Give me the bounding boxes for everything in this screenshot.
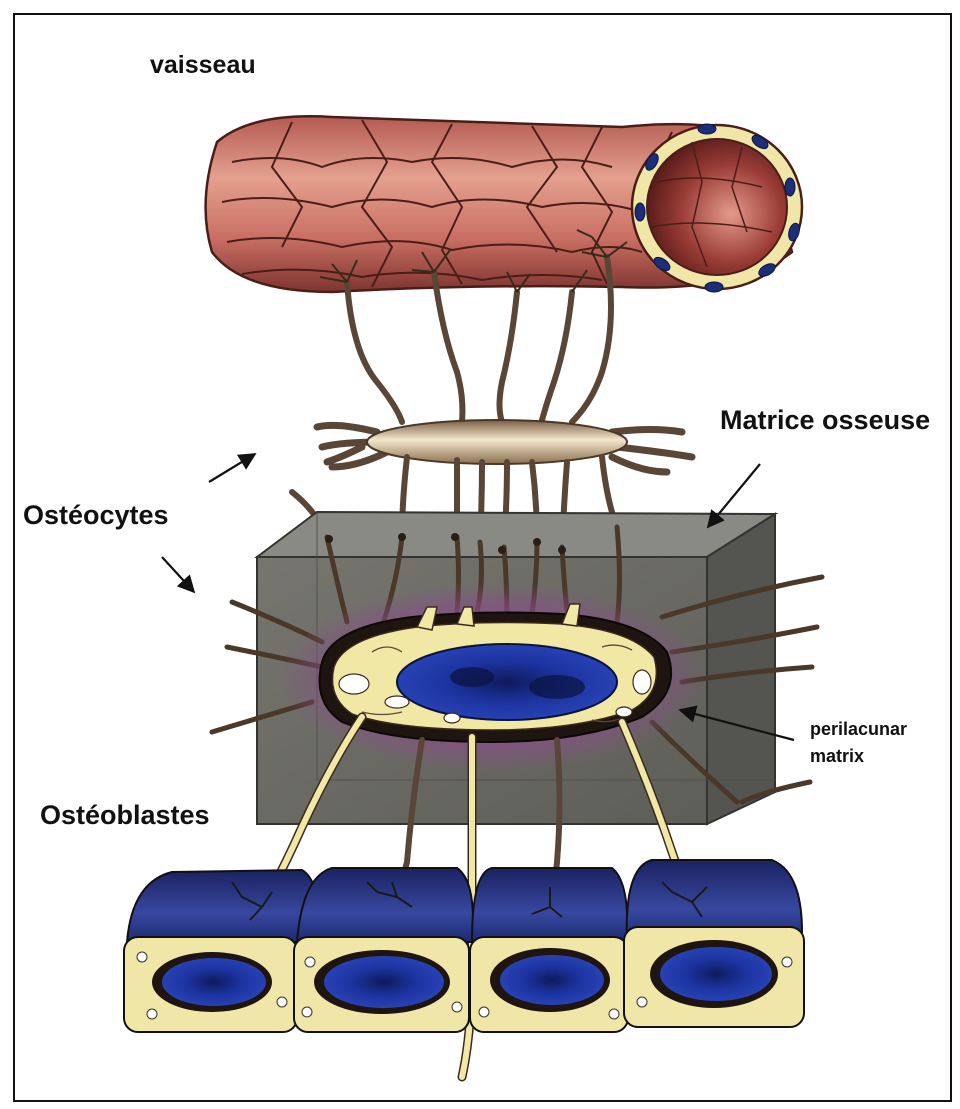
- label-perilacunar-matrix: perilacunar matrix: [810, 716, 907, 770]
- label-perilacunar-line2: matrix: [810, 746, 864, 766]
- label-osteoblasts: Ostéoblastes: [40, 800, 210, 831]
- figure-frame: vaisseau Matrice osseuse Ostéocytes Osté…: [13, 13, 952, 1102]
- blood-vessel: [206, 116, 802, 292]
- label-osteocytes: Ostéocytes: [23, 500, 169, 531]
- arrow-osteocyte-upper: [209, 454, 255, 482]
- osteocyte-network-illustration: [15, 15, 950, 1100]
- osteoblast-row: [124, 860, 804, 1032]
- label-vessel: vaisseau: [150, 51, 256, 80]
- osteoblast-4: [624, 860, 804, 1027]
- osteoblast-1: [124, 870, 320, 1032]
- arrow-osteocyte-lower: [162, 557, 194, 592]
- label-perilacunar-line1: perilacunar: [810, 719, 907, 739]
- label-bone-matrix: Matrice osseuse: [720, 405, 930, 436]
- vessel-lumen: [647, 139, 787, 275]
